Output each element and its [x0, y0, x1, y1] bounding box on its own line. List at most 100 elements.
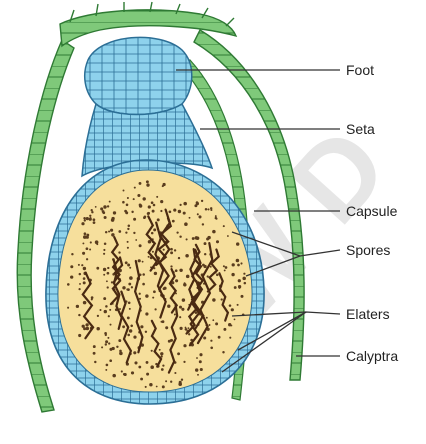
spore	[212, 319, 214, 321]
spore	[148, 205, 151, 208]
spore	[116, 346, 118, 348]
spore	[152, 297, 154, 299]
spore	[156, 386, 158, 388]
spore	[81, 222, 84, 225]
spore	[206, 317, 208, 319]
spore	[127, 264, 130, 267]
spore	[151, 350, 153, 352]
spore	[82, 325, 85, 328]
spore	[83, 301, 87, 305]
spore	[81, 264, 83, 266]
spore	[102, 210, 105, 213]
spore	[203, 336, 206, 339]
spore	[107, 272, 110, 275]
spore	[183, 361, 185, 363]
spore	[179, 235, 181, 237]
spore	[204, 242, 207, 245]
spore	[192, 237, 195, 240]
spore	[133, 218, 136, 221]
spore	[71, 253, 73, 255]
spore	[173, 209, 176, 212]
spore	[94, 361, 96, 363]
spore	[162, 385, 165, 388]
spore	[93, 221, 96, 224]
spore	[89, 218, 92, 221]
spore	[99, 309, 101, 311]
spore	[84, 232, 87, 235]
spore	[145, 312, 148, 315]
spore	[160, 200, 163, 203]
spore	[216, 240, 219, 243]
spore	[103, 297, 106, 300]
spore	[216, 274, 219, 277]
spore	[170, 251, 173, 254]
spore	[179, 269, 182, 272]
spore	[113, 211, 116, 214]
spore	[135, 239, 137, 241]
spore	[129, 267, 131, 269]
spore	[119, 308, 121, 310]
spore	[218, 336, 221, 339]
spore	[67, 307, 69, 309]
spore	[127, 334, 130, 337]
label-spores: Spores	[346, 242, 390, 258]
spore	[175, 269, 178, 272]
spore	[138, 259, 141, 262]
spore	[143, 197, 146, 200]
spore	[86, 217, 89, 220]
spore	[139, 298, 141, 300]
spore	[78, 314, 80, 316]
spore	[111, 281, 113, 283]
spore	[85, 323, 88, 326]
spore	[159, 349, 161, 351]
spore	[180, 204, 182, 206]
spore	[140, 325, 143, 328]
spore	[161, 368, 164, 371]
spore	[224, 269, 226, 271]
spore	[187, 327, 189, 329]
spore	[122, 201, 125, 204]
spore	[174, 314, 176, 316]
spore	[238, 285, 241, 288]
spore	[165, 326, 168, 329]
spore	[210, 266, 212, 268]
spore	[153, 290, 156, 293]
foot	[85, 37, 192, 114]
spore	[178, 257, 180, 259]
spore	[167, 305, 170, 308]
spore	[189, 217, 191, 219]
label-calyptra: Calyptra	[346, 348, 398, 364]
spore	[125, 211, 128, 214]
spore	[181, 308, 184, 311]
spore	[104, 310, 107, 313]
spore	[222, 351, 224, 353]
spore	[174, 372, 176, 374]
spore	[123, 373, 126, 376]
spore	[83, 267, 86, 270]
spore	[138, 366, 141, 369]
spore	[234, 286, 237, 289]
spore	[93, 218, 96, 221]
spore	[134, 187, 136, 189]
spore	[215, 218, 217, 220]
spore	[107, 267, 109, 269]
spore	[118, 339, 121, 342]
spore	[223, 328, 226, 331]
spore	[139, 244, 142, 247]
spore	[104, 242, 107, 245]
spore	[105, 305, 108, 308]
spore	[140, 378, 143, 381]
spore	[127, 241, 129, 243]
spore	[241, 295, 244, 298]
spore	[148, 256, 150, 258]
spore	[186, 275, 190, 279]
spore	[243, 273, 245, 275]
spore	[108, 315, 110, 317]
spore	[109, 201, 111, 203]
spore	[156, 196, 158, 198]
spore	[182, 298, 185, 301]
spore	[229, 337, 231, 339]
spore	[154, 272, 157, 275]
spore	[174, 249, 176, 251]
